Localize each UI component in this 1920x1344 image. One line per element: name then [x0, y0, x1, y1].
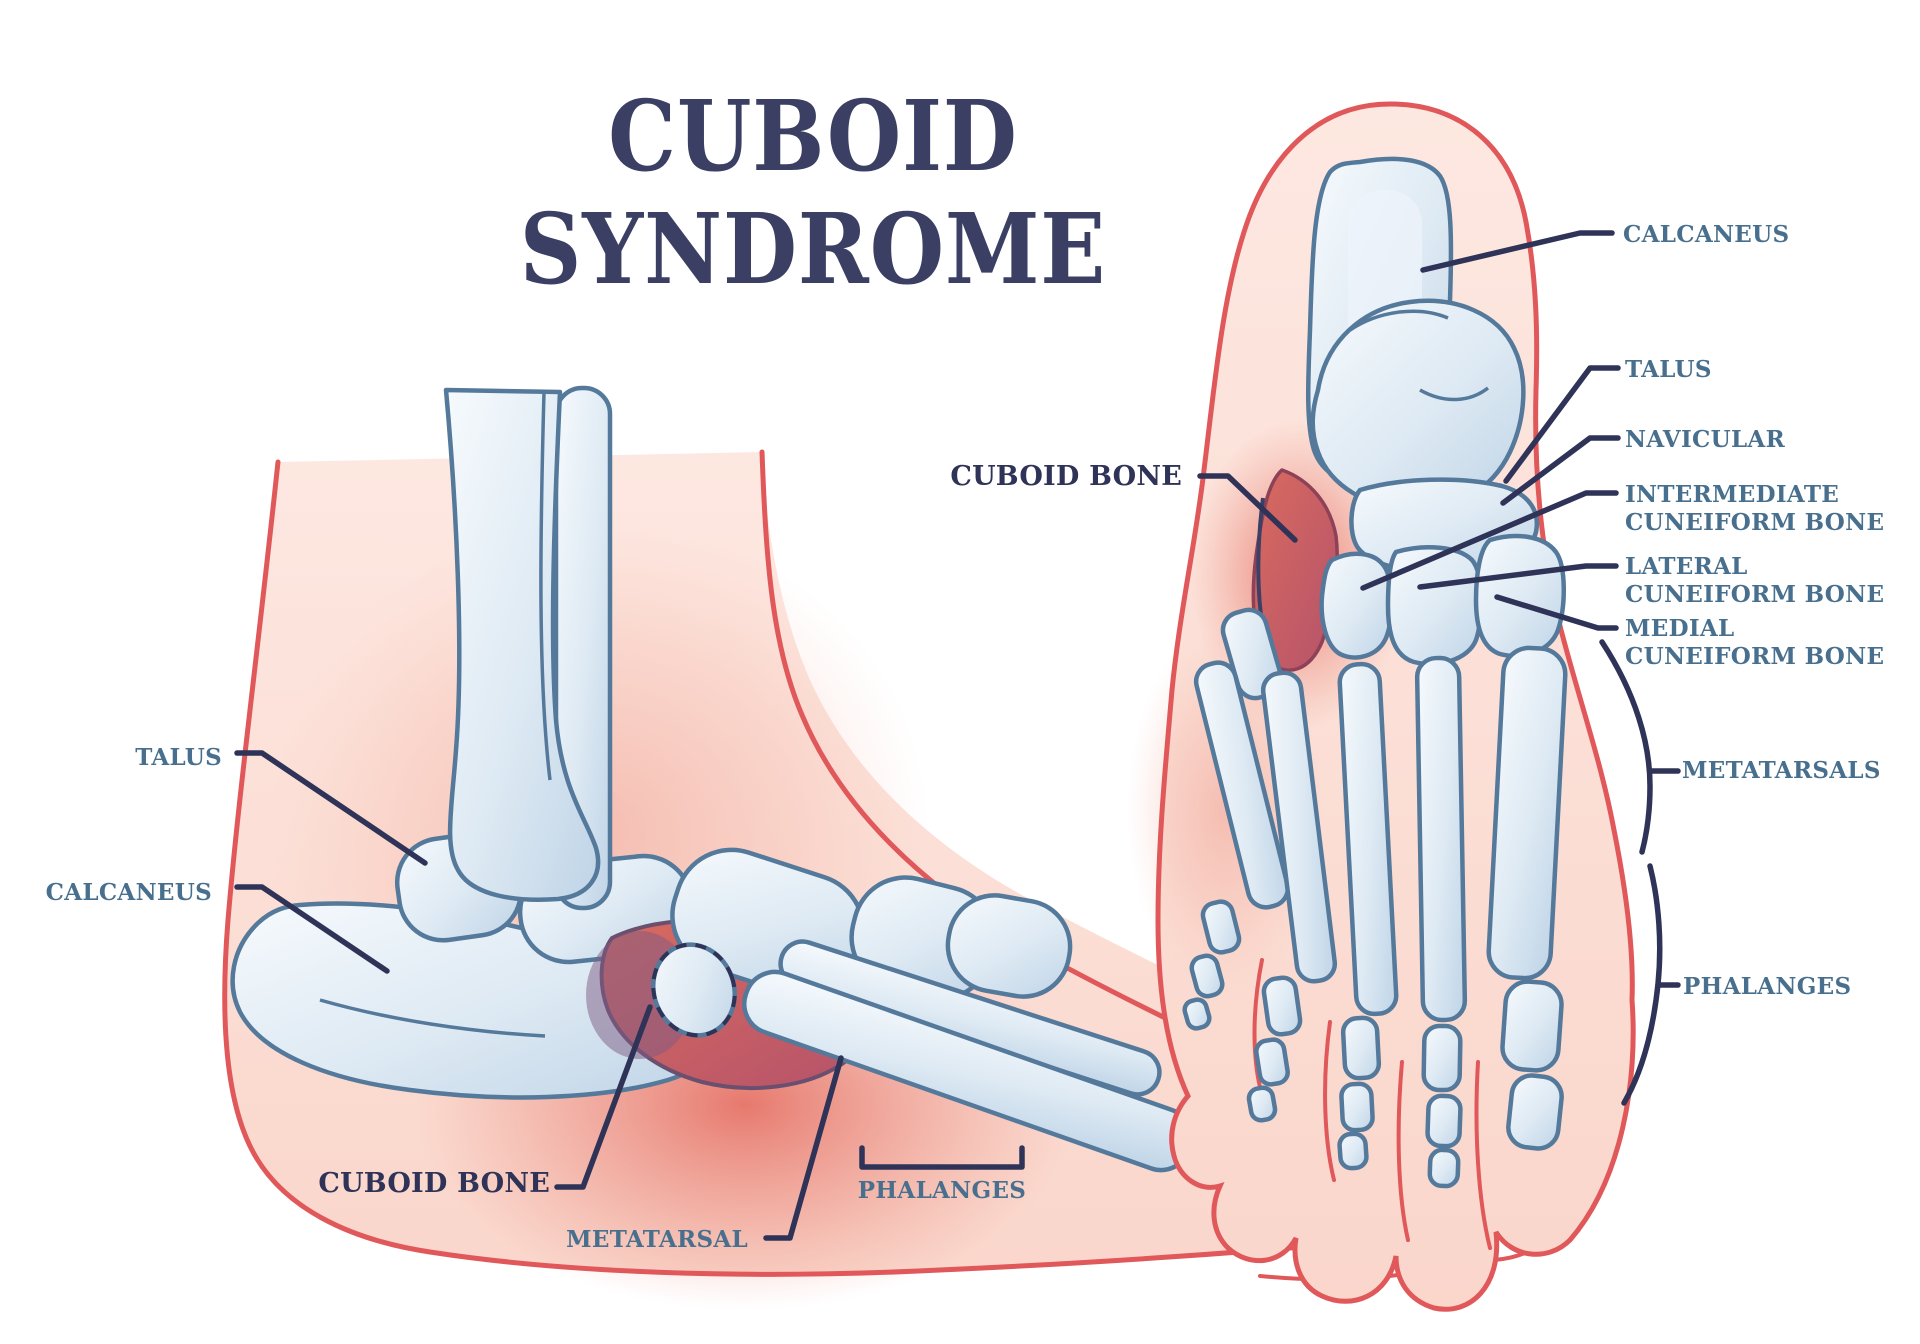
label-dorsal-cuboid-bone: CUBOID BONE: [950, 461, 1182, 492]
label-lateral-metatarsal: METATARSAL: [566, 1226, 748, 1253]
leader-dorsal-cuboid: [1197, 473, 1298, 543]
label-lateral-talus: TALUS: [135, 744, 222, 771]
leader-dorsal-talus: [1503, 365, 1621, 484]
label-line: CUNEIFORM BONE: [1625, 509, 1885, 536]
leader-dorsal-calcaneus: [1420, 230, 1615, 273]
dorsal-foot-illustration: [1127, 101, 1636, 1312]
leader-lateral-cuboid: [554, 1004, 653, 1190]
label-medial-cuneiform: MEDIAL CUNEIFORM BONE: [1625, 615, 1884, 671]
label-dorsal-phalanges: PHALANGES: [1683, 973, 1852, 1000]
leader-dorsal-navicular: [1500, 435, 1621, 506]
label-lateral-cuneiform: LATERAL CUNEIFORM BONE: [1625, 553, 1884, 609]
dorsal-metatarsal-bones: [1193, 645, 1568, 1023]
dorsal-phalanges-bones: [1182, 899, 1564, 1189]
label-lateral-calcaneus: CALCANEUS: [45, 879, 212, 906]
label-line: MEDIAL: [1625, 615, 1735, 642]
leader-lateral-metatarsal: [763, 1055, 844, 1241]
lateral-fibula-bone: [553, 385, 613, 911]
title-line-1: CUBOID: [608, 79, 1018, 193]
label-dorsal-calcaneus: CALCANEUS: [1623, 221, 1790, 248]
leader-lateral-cuneiform: [1417, 563, 1619, 590]
lateral-tibia-bone: [443, 387, 601, 902]
label-lateral-phalanges: PHALANGES: [857, 1177, 1027, 1204]
lateral-cuneiform-bone: [1385, 545, 1484, 667]
leader-intermediate-cuneiform: [1360, 490, 1619, 591]
dorsal-bones: [1182, 156, 1568, 1189]
label-line: CUNEIFORM BONE: [1625, 581, 1885, 608]
label-dorsal-navicular: NAVICULAR: [1625, 426, 1785, 453]
cuboid-dashed-marker: [651, 942, 737, 1038]
label-dorsal-metatarsals: METATARSALS: [1682, 757, 1881, 784]
medial-cuneiform-bone: [1473, 533, 1566, 659]
label-lateral-cuboid-bone: CUBOID BONE: [318, 1168, 550, 1199]
label-line: LATERAL: [1625, 553, 1748, 580]
label-dorsal-talus: TALUS: [1625, 356, 1712, 383]
bracket-dorsal-metatarsals: [1599, 639, 1653, 855]
dorsal-talus-bone: [1310, 298, 1526, 513]
leader-lateral-talus: [234, 750, 428, 866]
bracket-lateral-phalanges: [859, 1145, 1025, 1170]
intermediate-cuneiform-bone: [1319, 551, 1394, 660]
label-intermediate-cuneiform: INTERMEDIATE CUNEIFORM BONE: [1625, 481, 1884, 537]
leader-lateral-calcaneus: [234, 884, 390, 974]
page-title: CUBOID SYNDROME: [520, 80, 1107, 306]
label-line: CUNEIFORM BONE: [1625, 643, 1885, 670]
title-line-2: SYNDROME: [519, 192, 1107, 306]
label-line: INTERMEDIATE: [1625, 481, 1840, 508]
leader-medial-cuneiform: [1494, 594, 1619, 631]
leader-lines: [234, 230, 1681, 1241]
